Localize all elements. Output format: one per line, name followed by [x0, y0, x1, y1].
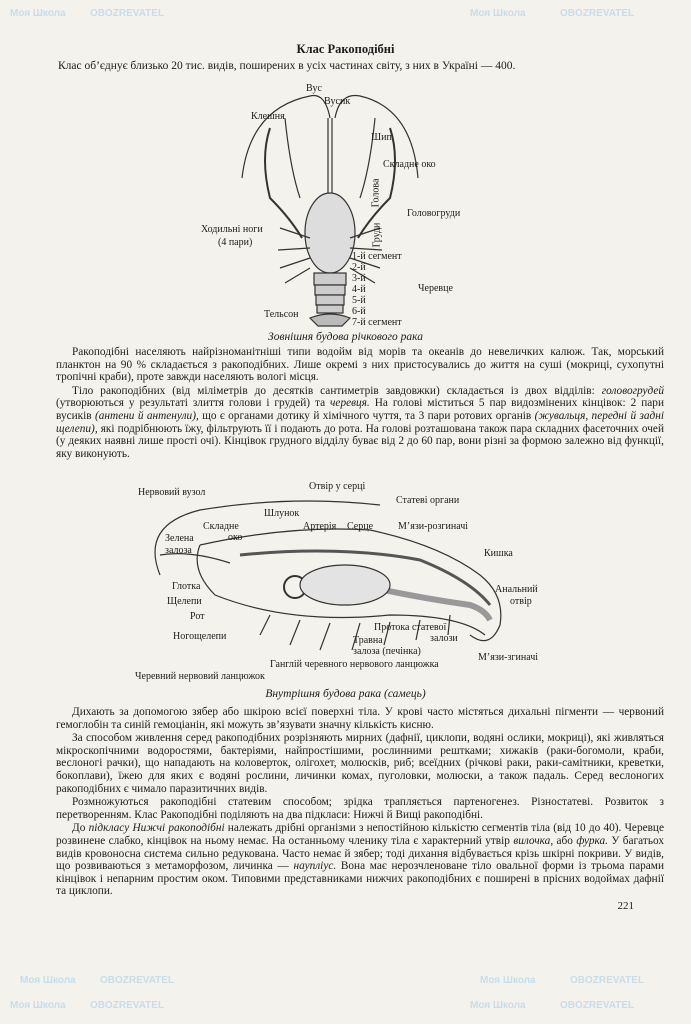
label-segment-3: 3-й — [352, 273, 366, 284]
paragraph: До підкласу Нижчі ракоподібні належать д… — [56, 822, 664, 898]
text-run: або — [553, 834, 577, 847]
label-gonad-duct-1: Протока статевої — [374, 622, 447, 633]
page-title: Клас Ракоподібні — [296, 42, 395, 56]
label-digestive-gland-2: залоза (печінка) — [353, 646, 421, 657]
label-heart-opening: Отвір у серці — [309, 481, 366, 492]
watermark-text: Моя Школа — [470, 1000, 526, 1011]
label-green-gland-2: залоза — [165, 545, 192, 556]
label-compound-eye-2: око — [228, 532, 243, 543]
label-artery: Артерія — [303, 521, 337, 532]
label-digestive-gland-1: Травна — [353, 635, 383, 646]
label-cephalothorax: Головогруди — [407, 208, 461, 219]
label-ventral-nerve-cord: Черевний нервовий ланцюжок — [135, 671, 265, 682]
label-extensor-muscles: М’язи-розгиначі — [398, 521, 469, 532]
label-reproductive-organs: Статеві органи — [396, 495, 460, 506]
italic-term: черевця. — [330, 397, 370, 410]
text-section-2: Дихають за допомогою зябер або шкірою вс… — [56, 706, 664, 913]
label-green-gland-1: Зелена — [165, 533, 194, 544]
label-heart: Серце — [347, 521, 374, 532]
intro-text: Клас об’єднує близько 20 тис. видів, пош… — [58, 60, 516, 72]
label-segment-1: 1-й сегмент — [352, 251, 402, 262]
label-antenna: Вус — [306, 83, 322, 94]
paragraph: Дихають за допомогою зябер або шкірою вс… — [56, 706, 664, 731]
text-run: належать дрібні організми з непостійною … — [56, 822, 664, 847]
text-section-1: Ракоподібні населяють найрізноманітніші … — [56, 346, 664, 461]
label-walking-legs: Ходильні ноги — [201, 224, 263, 235]
paragraph: Розмножуються ракоподібні статевим спосо… — [56, 796, 664, 821]
label-head: Голова — [370, 178, 382, 208]
label-pharynx: Глотка — [172, 581, 201, 592]
italic-term: (антени й антенули), — [95, 409, 199, 422]
watermark-text: OBOZREVATEL — [560, 8, 635, 19]
label-anus-1: Анальний — [495, 584, 538, 595]
text-run: Ракоподібні населяють найрізноманітніші … — [56, 346, 664, 384]
text-run: За способом живлення серед ракоподібних … — [56, 732, 664, 795]
label-segment-2: 2-й — [352, 262, 366, 273]
label-compound-eye: Складне око — [383, 159, 436, 170]
paragraph: Тіло ракоподібних (від міліметрів до дес… — [56, 385, 664, 461]
watermark-text: OBOZREVATEL — [560, 1000, 635, 1011]
watermark-text: Моя Школа — [10, 8, 66, 19]
label-stomach: Шлунок — [264, 508, 300, 519]
label-nerve-ganglion: Нервовий вузол — [138, 487, 206, 498]
text-run: Розмножуються ракоподібні статевим спосо… — [56, 796, 664, 821]
watermark-text: Моя Школа — [480, 975, 536, 986]
label-telson: Тельсон — [264, 309, 299, 320]
label-flexor-muscles: М’язи-згиначі — [478, 652, 539, 663]
paragraph: Ракоподібні населяють найрізноманітніші … — [56, 346, 664, 384]
watermark-text: Моя Школа — [20, 975, 76, 986]
label-segment-4: 4-й — [352, 284, 366, 295]
text-run: які подрібнюють їжу, фільтрують її і под… — [56, 422, 664, 460]
label-claw: Клешня — [251, 111, 285, 122]
label-intestine: Кишка — [484, 548, 513, 559]
watermark-text: Моя Школа — [10, 1000, 66, 1011]
crayfish-internal-drawing — [154, 500, 502, 651]
label-jaws: Щелепи — [167, 596, 202, 607]
label-spine: Шип — [371, 132, 392, 143]
label-segment-7: 7-й сегмент — [352, 317, 402, 328]
label-thorax: Груди — [371, 222, 383, 248]
label-gonad-duct-2: залози — [430, 633, 458, 644]
text-run: Вона має нерозчленоване тіло овальної фо… — [56, 860, 664, 898]
italic-term: підкласу Нижчі ракоподібні — [88, 822, 225, 835]
text-run: У багатьох видів кровоносна система силь… — [56, 834, 665, 873]
label-anus-2: отвір — [510, 596, 532, 607]
watermark-text: OBOZREVATEL — [90, 8, 165, 19]
label-walking-legs-count: (4 пари) — [218, 237, 253, 248]
label-maxillipeds: Ногощелепи — [173, 631, 227, 642]
watermark-text: OBOZREVATEL — [570, 975, 645, 986]
italic-term: науплiус. — [293, 860, 337, 873]
italic-term: головогрудей — [601, 384, 664, 397]
watermark-text: OBOZREVATEL — [100, 975, 175, 986]
italic-term: вилочка, — [513, 834, 554, 847]
label-abdomen: Черевце — [418, 283, 453, 294]
page-number: 221 — [617, 899, 635, 912]
label-segment-6: 6-й — [352, 306, 366, 317]
watermark-text: Моя Школа — [470, 8, 526, 19]
label-segment-5: 5-й — [352, 295, 366, 306]
figure2-caption: Внутрішня будова рака (самець) — [265, 688, 426, 700]
label-ventral-ganglion: Ганглій черевного нервового ланцюжка — [270, 659, 439, 670]
text-run: (утворюються у результаті злиття голови … — [56, 397, 331, 410]
italic-term: фурка. — [576, 834, 608, 847]
text-run: Тіло ракоподібних (від міліметрів до дес… — [72, 384, 602, 397]
text-run: До — [72, 822, 89, 835]
text-run: що є органами дотику й хімічного чуття, … — [198, 409, 535, 422]
text-run: Дихають за допомогою зябер або шкірою вс… — [56, 706, 664, 731]
paragraph: За способом живлення серед ракоподібних … — [56, 732, 664, 795]
text-run: На голові міститься 5 пар видозмінених к… — [56, 397, 664, 422]
italic-term: (жувальця, передні й задні щелепи), — [56, 409, 664, 435]
label-antennule: Вусик — [324, 96, 351, 107]
label-mouth: Рот — [190, 611, 205, 622]
crayfish-external-drawing — [241, 94, 419, 327]
figure1-caption: Зовнішня будова річкового рака — [268, 331, 423, 343]
watermark-text: OBOZREVATEL — [90, 1000, 165, 1011]
label-compound-eye-1: Складне — [203, 521, 239, 532]
